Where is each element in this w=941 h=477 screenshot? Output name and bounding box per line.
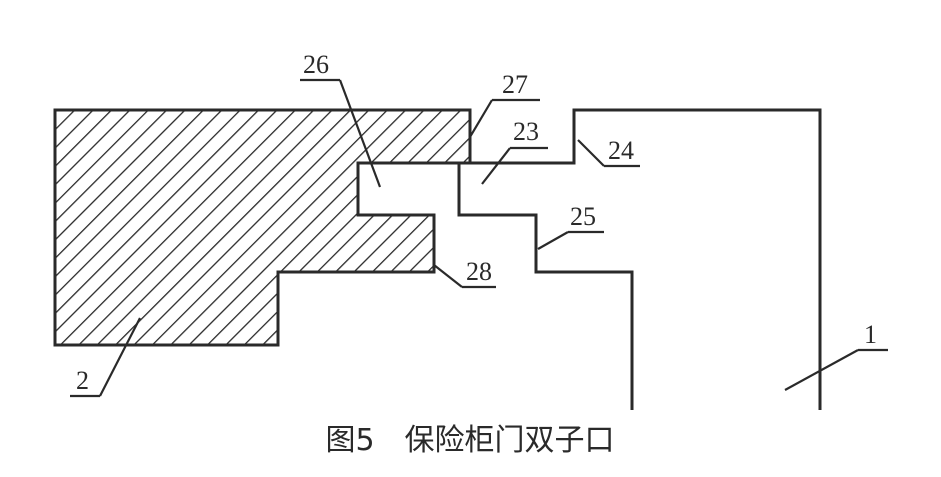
figure-caption: 图5 保险柜门双子口 (325, 423, 614, 458)
leader-24 (577, 139, 605, 167)
leader-25-diag (537, 231, 569, 250)
door-section-part-2 (53, 108, 472, 347)
label-28: 28 (466, 257, 492, 286)
label-26: 26 (303, 50, 329, 79)
label-2: 2 (76, 366, 89, 395)
label-1: 1 (864, 320, 877, 349)
frame-top-step (459, 108, 822, 410)
label-24: 24 (608, 136, 634, 165)
label-23: 23 (513, 117, 539, 146)
leader-1 (784, 349, 859, 391)
leader-27-diag (469, 99, 493, 138)
label-25: 25 (570, 202, 596, 231)
leader-26-diag (338, 79, 382, 188)
frame-outline-part-1 (457, 163, 634, 410)
leader-2 (99, 317, 141, 397)
leader-28 (433, 264, 463, 288)
label-27: 27 (502, 70, 528, 99)
leader-23-diag (481, 147, 511, 185)
